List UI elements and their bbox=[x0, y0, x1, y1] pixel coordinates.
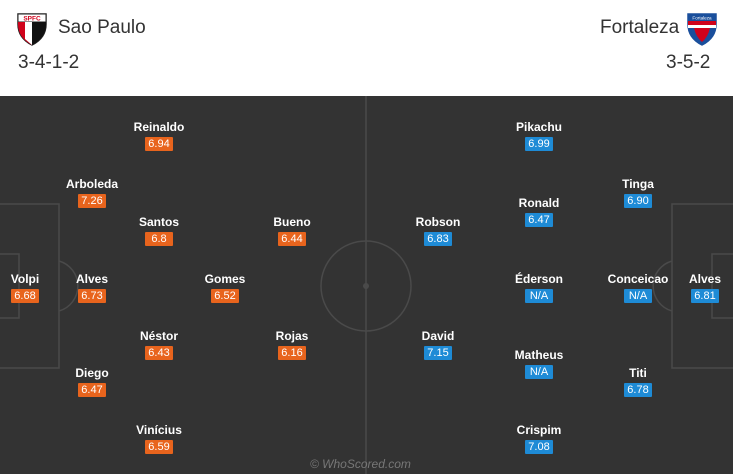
home-player[interactable]: Vinícius 6.59 bbox=[119, 423, 199, 455]
away-formation: 3-5-2 bbox=[666, 52, 711, 73]
player-rating: 6.81 bbox=[691, 289, 719, 303]
player-name: Santos bbox=[138, 215, 179, 229]
player-name: Reinaldo bbox=[133, 120, 185, 134]
player-rating: N/A bbox=[525, 289, 553, 303]
player-rating: 6.73 bbox=[78, 289, 106, 303]
home-goal-box bbox=[0, 253, 20, 319]
player-rating: 6.8 bbox=[145, 232, 173, 246]
player-rating: 6.90 bbox=[624, 194, 652, 208]
away-team-name[interactable]: Fortaleza bbox=[600, 17, 680, 38]
player-name: Rojas bbox=[275, 329, 309, 343]
player-rating: 6.78 bbox=[624, 383, 652, 397]
player-rating: 6.59 bbox=[145, 440, 173, 454]
player-name: Crispim bbox=[516, 423, 562, 437]
player-rating: 6.47 bbox=[78, 383, 106, 397]
home-penalty-box bbox=[0, 203, 60, 369]
player-name: Pikachu bbox=[515, 120, 563, 134]
player-rating: 6.68 bbox=[11, 289, 39, 303]
home-player[interactable]: Reinaldo 6.94 bbox=[119, 120, 199, 152]
player-rating: 6.99 bbox=[525, 137, 553, 151]
fortaleza-crest-icon: Fortaleza bbox=[687, 13, 717, 46]
home-badge-text: SPFC bbox=[23, 16, 41, 23]
player-rating: 6.47 bbox=[525, 213, 553, 227]
player-name: Éderson bbox=[514, 272, 563, 286]
match-header: SPFC Sao Paulo 3-4-1-2 Fortaleza Fortale… bbox=[0, 0, 733, 96]
player-name: Bueno bbox=[273, 215, 311, 229]
player-name: Vinícius bbox=[136, 423, 182, 437]
player-name: Diego bbox=[75, 366, 109, 380]
away-player[interactable]: Ronald 6.47 bbox=[499, 196, 579, 228]
away-player[interactable]: Crispim 7.08 bbox=[499, 423, 579, 455]
away-player[interactable]: David 7.15 bbox=[398, 329, 478, 361]
home-player[interactable]: Gomes 6.52 bbox=[185, 272, 265, 304]
away-player[interactable]: Éderson N/A bbox=[499, 272, 579, 304]
player-name: Volpi bbox=[10, 272, 40, 286]
away-player[interactable]: Tinga 6.90 bbox=[598, 177, 678, 209]
home-player[interactable]: Diego 6.47 bbox=[52, 366, 132, 398]
home-player[interactable]: Néstor 6.43 bbox=[119, 329, 199, 361]
pitch: Volpi 6.68 Arboleda 7.26 Alves 6.73 Dieg… bbox=[0, 96, 733, 474]
center-spot bbox=[363, 283, 369, 289]
home-player[interactable]: Bueno 6.44 bbox=[252, 215, 332, 247]
away-player[interactable]: Conceicao N/A bbox=[598, 272, 678, 304]
home-team-name[interactable]: Sao Paulo bbox=[58, 17, 146, 38]
player-name: Robson bbox=[415, 215, 461, 229]
player-name: Tinga bbox=[622, 177, 654, 191]
home-formation: 3-4-1-2 bbox=[18, 52, 80, 73]
player-name: Alves bbox=[688, 272, 722, 286]
away-penalty-box bbox=[671, 203, 733, 369]
player-name: Titi bbox=[629, 366, 647, 380]
player-name: David bbox=[421, 329, 455, 343]
sao-paulo-crest-icon: SPFC bbox=[17, 13, 47, 46]
player-rating: 6.94 bbox=[145, 137, 173, 151]
home-player[interactable]: Alves 6.73 bbox=[52, 272, 132, 304]
away-player[interactable]: Pikachu 6.99 bbox=[499, 120, 579, 152]
pitch-markings bbox=[0, 96, 733, 474]
watermark: © WhoScored.com bbox=[310, 457, 411, 471]
player-rating: 7.15 bbox=[424, 346, 452, 360]
player-rating: 6.52 bbox=[211, 289, 239, 303]
home-player[interactable]: Rojas 6.16 bbox=[252, 329, 332, 361]
away-player[interactable]: Titi 6.78 bbox=[598, 366, 678, 398]
away-penalty-arc bbox=[652, 260, 673, 312]
player-name: Matheus bbox=[514, 348, 564, 362]
away-badge-text: Fortaleza bbox=[692, 16, 712, 21]
away-goal-box bbox=[711, 253, 733, 319]
home-player[interactable]: Arboleda 7.26 bbox=[52, 177, 132, 209]
home-penalty-arc bbox=[58, 260, 79, 312]
away-player[interactable]: Alves 6.81 bbox=[665, 272, 733, 304]
player-name: Conceicao bbox=[607, 272, 669, 286]
player-name: Néstor bbox=[139, 329, 178, 343]
player-rating: 6.16 bbox=[278, 346, 306, 360]
away-player[interactable]: Robson 6.83 bbox=[398, 215, 478, 247]
player-rating: 6.43 bbox=[145, 346, 173, 360]
player-name: Ronald bbox=[518, 196, 560, 210]
player-rating: 7.26 bbox=[78, 194, 106, 208]
player-name: Gomes bbox=[204, 272, 246, 286]
player-name: Alves bbox=[75, 272, 109, 286]
player-rating: 6.83 bbox=[424, 232, 452, 246]
player-rating: 6.44 bbox=[278, 232, 306, 246]
home-player[interactable]: Santos 6.8 bbox=[119, 215, 199, 247]
player-name: Arboleda bbox=[65, 177, 118, 191]
away-player[interactable]: Matheus N/A bbox=[499, 348, 579, 380]
player-rating: N/A bbox=[624, 289, 652, 303]
center-circle bbox=[320, 240, 412, 332]
player-rating: 7.08 bbox=[525, 440, 553, 454]
player-rating: N/A bbox=[525, 365, 553, 379]
home-player[interactable]: Volpi 6.68 bbox=[0, 272, 65, 304]
